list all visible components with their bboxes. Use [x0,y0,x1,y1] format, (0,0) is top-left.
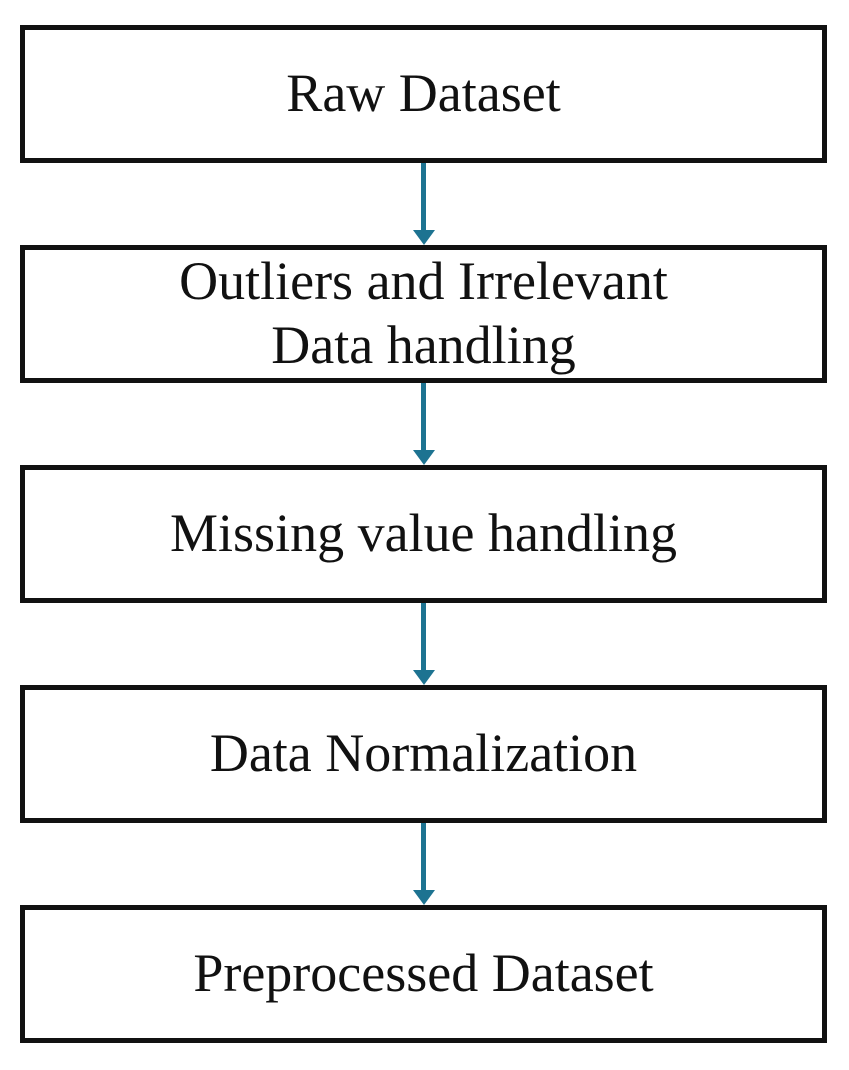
node-data-normalization: Data Normalization [20,685,827,823]
arrow-raw-to-outliers [20,163,827,245]
node-preprocessed-dataset-label: Preprocessed Dataset [193,943,654,1004]
arrow-down-icon [412,670,435,685]
arrow-down-icon [412,230,435,245]
node-raw-dataset: Raw Dataset [20,25,827,163]
arrow-shaft [421,163,426,230]
node-outliers-irrelevant-data-handling: Outliers and Irrelevant Data handling [20,245,827,383]
node-outliers-label: Outliers and Irrelevant Data handling [179,251,668,375]
node-missing-value-label: Missing value handling [170,503,677,564]
node-preprocessed-dataset: Preprocessed Dataset [20,905,827,1043]
arrow-down-icon [412,450,435,465]
arrow-shaft [421,383,426,450]
arrow-shaft [421,603,426,670]
arrow-missing-to-normalization [20,603,827,685]
arrow-shaft [421,823,426,890]
arrow-outliers-to-missing [20,383,827,465]
arrow-down-icon [412,890,435,905]
node-raw-dataset-label: Raw Dataset [286,63,561,124]
node-data-normalization-label: Data Normalization [209,723,638,784]
node-missing-value-handling: Missing value handling [20,465,827,603]
arrow-normalization-to-preprocessed [20,823,827,905]
